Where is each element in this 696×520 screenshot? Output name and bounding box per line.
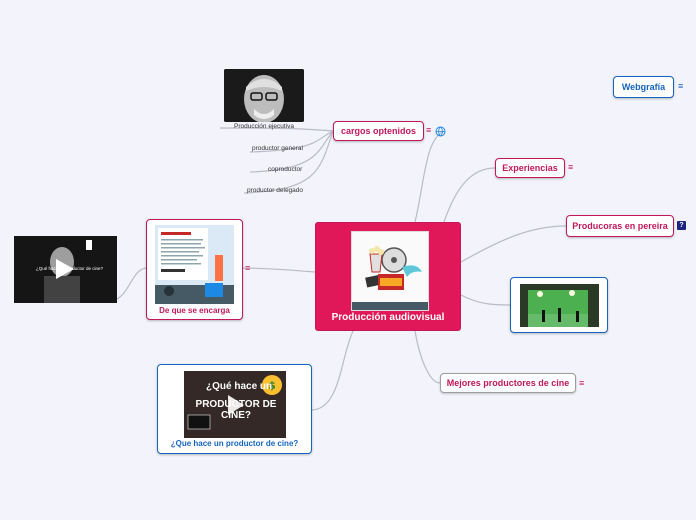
notes-menu-icon[interactable]: ≡ — [579, 378, 585, 388]
node-webgrafia[interactable]: Webgrafía — [613, 76, 674, 98]
node-experiencias[interactable]: Experiencias — [495, 158, 565, 178]
notes-menu-icon[interactable]: ≡ — [245, 263, 251, 273]
node-label: Producoras en pereira — [572, 221, 668, 231]
thumbnail-text-line-2: PRODUCTOR DE CINE? — [195, 399, 277, 421]
central-node[interactable]: Producción audiovisual — [315, 222, 461, 331]
video-left-title: ¿Qué hace un productor de cine? — [36, 266, 104, 271]
thumbnail-text-line-1: ¿Qué hace un — [206, 381, 273, 392]
svg-text:$: $ — [268, 379, 276, 392]
node-que-hace-productor[interactable]: $ ¿Qué hace un PRODUCTOR DE CINE? ¿Que h… — [157, 364, 312, 454]
node-label: Webgrafía — [621, 82, 666, 92]
link-globe-icon[interactable] — [435, 124, 446, 142]
producer-portrait-image — [224, 69, 304, 122]
green-screen-studio-image — [520, 284, 599, 327]
cargo-item-1[interactable]: Producción ejecutiva — [234, 123, 294, 130]
cargo-item-2[interactable]: productor general — [252, 145, 303, 152]
node-mejores-productores[interactable]: Mejores productores de cine — [440, 373, 576, 393]
node-de-que-se-encarga[interactable]: De que se encarga — [146, 219, 243, 320]
central-label: Producción audiovisual — [331, 312, 445, 323]
node-productoras-pereira[interactable]: Producoras en pereira — [566, 215, 674, 237]
central-poster-image — [351, 231, 429, 311]
video-thumbnail-left[interactable]: ¿Qué hace un productor de cine? — [14, 236, 117, 303]
node-cargos-optenidos[interactable]: cargos optenidos — [333, 121, 424, 141]
notes-menu-icon[interactable]: ≡ — [426, 125, 432, 135]
node-studio-image[interactable] — [510, 277, 608, 333]
notes-menu-icon[interactable]: ≡ — [678, 81, 684, 91]
cargo-item-4[interactable]: productor delegado — [247, 187, 304, 194]
video-thumbnail-image[interactable]: $ ¿Qué hace un PRODUCTOR DE CINE? — [184, 371, 286, 438]
cargo-item-3[interactable]: coproductor — [268, 166, 303, 173]
notes-menu-icon[interactable]: ≡ — [568, 162, 574, 172]
node-label: cargos optenidos — [340, 126, 416, 136]
infographic-image — [155, 225, 234, 304]
node-label: Experiencias — [502, 163, 558, 173]
help-icon[interactable]: ? — [677, 221, 686, 230]
node-label: ¿Que hace un productor de cine? — [170, 439, 299, 448]
node-label: De que se encarga — [159, 306, 230, 315]
node-label: Mejores productores de cine — [446, 378, 570, 388]
